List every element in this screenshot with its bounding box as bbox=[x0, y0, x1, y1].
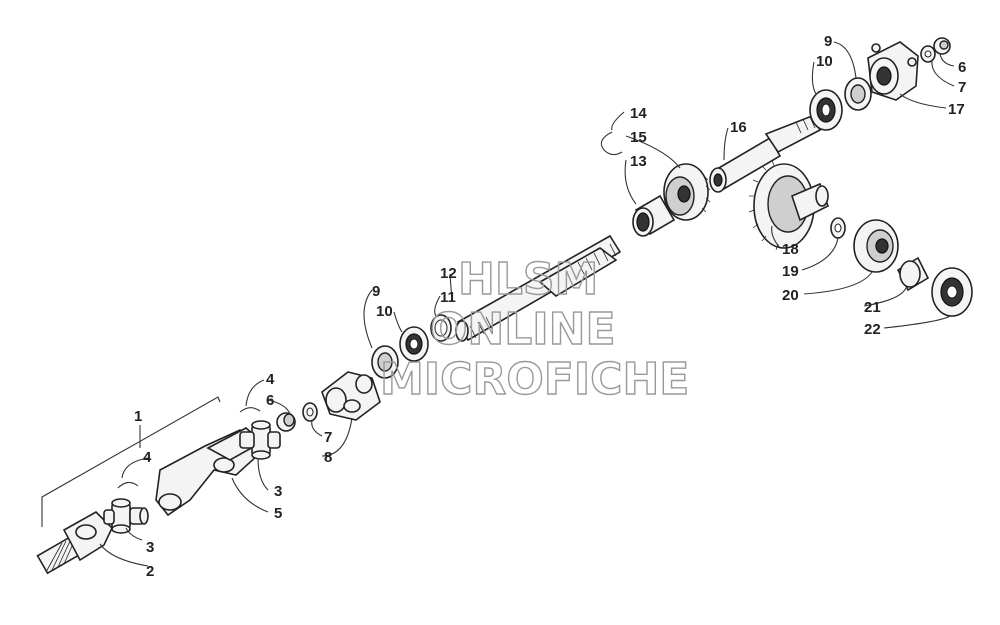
callout-5: 5 bbox=[274, 505, 282, 522]
drive-gear-part-18 bbox=[748, 159, 829, 251]
callout-18: 18 bbox=[782, 241, 799, 258]
leader-lines bbox=[99, 41, 955, 567]
callout-7-upper: 7 bbox=[958, 79, 966, 96]
watermark-line-3: MICROFICHE bbox=[380, 354, 689, 405]
snap-ring-clip-part-4-lower bbox=[117, 481, 139, 489]
callout-labels: 1 2 3 4 3 4 5 6 7 8 9 10 11 12 13 14 15 … bbox=[134, 33, 966, 580]
output-shaft bbox=[455, 234, 622, 342]
seal-part-9-upper bbox=[844, 77, 872, 111]
callout-13: 13 bbox=[630, 153, 647, 170]
callout-2: 2 bbox=[146, 563, 154, 580]
bushing-part-6-lower bbox=[276, 412, 296, 432]
callout-10-upper: 10 bbox=[816, 53, 833, 70]
watermark-line-1: HLSM bbox=[458, 254, 598, 305]
callout-10-lower: 10 bbox=[376, 303, 393, 320]
callout-20: 20 bbox=[782, 287, 799, 304]
callout-3-lower: 3 bbox=[146, 539, 154, 556]
callout-19: 19 bbox=[782, 263, 799, 280]
nut-part-6-upper bbox=[933, 37, 951, 55]
callout-4-upper: 4 bbox=[266, 371, 275, 388]
callout-12: 12 bbox=[440, 265, 457, 282]
universal-joint-cross-part-3-lower bbox=[103, 498, 149, 534]
snap-ring-part-11 bbox=[430, 314, 452, 342]
callout-17: 17 bbox=[948, 101, 965, 118]
driven-gear-part-15 bbox=[663, 163, 711, 221]
callout-3-upper: 3 bbox=[274, 483, 282, 500]
callout-7-lower: 7 bbox=[324, 429, 332, 446]
callout-21: 21 bbox=[864, 299, 881, 316]
bearing-part-10-upper bbox=[809, 89, 843, 131]
washer-part-7-upper bbox=[920, 45, 936, 63]
input-shaft-part-16 bbox=[709, 115, 822, 193]
callout-8: 8 bbox=[324, 449, 332, 466]
washer-part-19 bbox=[830, 217, 846, 239]
bushing-part-21 bbox=[896, 256, 930, 292]
bearing-part-10-lower bbox=[399, 326, 429, 362]
callout-15: 15 bbox=[630, 129, 647, 146]
callout-9-lower: 9 bbox=[372, 283, 380, 300]
bearing-part-22 bbox=[931, 267, 973, 317]
watermark: HLSM ONLINE MICROFICHE bbox=[379, 253, 690, 405]
snap-ring-part-14 bbox=[600, 131, 623, 156]
callout-6-upper: 6 bbox=[958, 59, 966, 76]
universal-joint-cross-part-3-upper bbox=[239, 420, 281, 460]
callout-16: 16 bbox=[730, 119, 747, 136]
callout-22: 22 bbox=[864, 321, 881, 338]
callout-4-lower: 4 bbox=[143, 449, 152, 466]
callout-11: 11 bbox=[440, 289, 456, 306]
watermark-line-2: ONLINE bbox=[430, 304, 616, 355]
callout-1: 1 bbox=[134, 408, 142, 425]
callout-9-upper: 9 bbox=[824, 33, 832, 50]
bearing-housing-part-17 bbox=[867, 41, 919, 101]
output-yoke-part-2 bbox=[36, 511, 113, 575]
washer-part-7-lower bbox=[302, 402, 318, 422]
bearing-part-20 bbox=[853, 219, 899, 273]
coupler-yoke-part-8 bbox=[321, 371, 381, 421]
snap-ring-clip-part-4-upper bbox=[239, 407, 261, 413]
assembly-bracket bbox=[41, 396, 221, 527]
needle-bearing-part-13 bbox=[632, 194, 676, 237]
callout-6-lower: 6 bbox=[266, 392, 274, 409]
callout-14: 14 bbox=[630, 105, 647, 122]
seal-part-9-lower bbox=[371, 345, 399, 379]
